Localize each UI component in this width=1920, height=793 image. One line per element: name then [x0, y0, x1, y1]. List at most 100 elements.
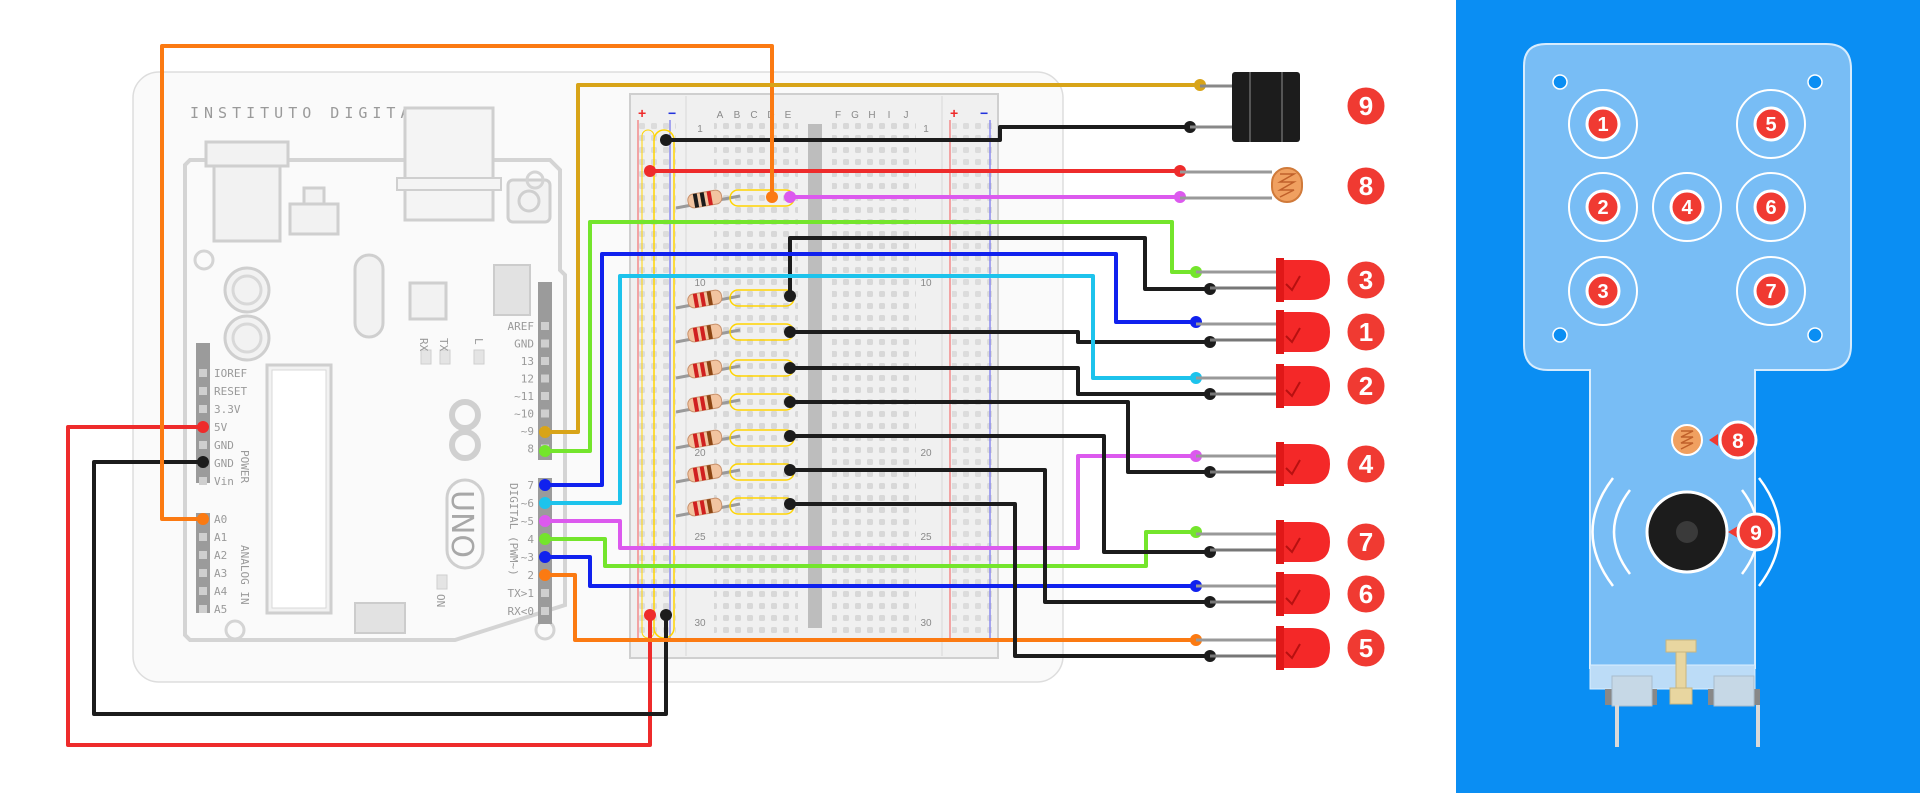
wire	[545, 252, 1196, 487]
pin-label: ~11	[514, 390, 534, 403]
pin-hole	[541, 409, 549, 418]
pin-hole	[541, 357, 549, 365]
wire	[545, 555, 1196, 588]
component-badge-1: 1	[1344, 310, 1388, 354]
pin-hole	[199, 369, 207, 377]
wire-end	[539, 426, 551, 438]
pin-label: GND	[214, 457, 234, 470]
wire-end	[539, 569, 551, 581]
component-badge-9: 9	[1344, 84, 1388, 128]
row-number: 25	[694, 532, 706, 543]
pin-label: ~6	[521, 497, 534, 510]
column-letter: E	[785, 110, 792, 121]
pin-hole	[199, 387, 207, 395]
column-letter: I	[888, 110, 891, 121]
pin-label: 4	[527, 533, 534, 546]
wire-end	[644, 609, 656, 621]
usb-port	[403, 106, 495, 222]
wires	[66, 44, 1210, 747]
pin-label: ~5	[521, 515, 534, 528]
pin-label: GND	[214, 439, 234, 452]
l-label: L	[472, 338, 485, 345]
power-header-label: POWER	[238, 450, 251, 483]
pin-label: A4	[214, 585, 228, 598]
component-badge-label: 2	[1359, 371, 1373, 401]
wire	[545, 454, 1196, 550]
component-badge-5: 5	[1344, 626, 1388, 670]
pin-label: RX<0	[508, 605, 535, 618]
wire-end	[197, 456, 209, 468]
led-7	[1196, 520, 1330, 564]
resistor	[675, 393, 795, 414]
led-2	[1196, 364, 1330, 408]
wire-end	[784, 430, 796, 442]
pin-label: AREF	[508, 320, 535, 333]
pin-label: ~9	[521, 425, 534, 438]
wire-end	[784, 396, 796, 408]
pin-label: ~10	[514, 408, 534, 421]
row-number: 30	[694, 618, 706, 629]
wire-end	[1204, 546, 1216, 558]
pin-hole	[199, 551, 207, 559]
pin-hole	[541, 322, 549, 330]
pin-hole	[199, 587, 207, 595]
wire-end	[539, 497, 551, 509]
pin-label: 12	[521, 373, 534, 386]
wire	[92, 460, 668, 716]
arduino-brand: INSTITUTO DIGITAL	[190, 104, 429, 122]
component-badge-label: 4	[1359, 449, 1374, 479]
wire	[66, 425, 652, 747]
led-4	[1196, 442, 1330, 486]
row-number: 20	[694, 448, 706, 459]
row-number: 1	[697, 124, 703, 135]
component-badge-label: 5	[1359, 633, 1373, 663]
wire	[545, 83, 1200, 434]
pin-label: 7	[527, 479, 534, 492]
component-badge-4: 4	[1344, 442, 1388, 486]
panel-button-label: 1	[1597, 114, 1608, 136]
component-badge-label: 7	[1359, 527, 1373, 557]
digital-header-label: DIGITAL (PWM~)	[507, 483, 520, 576]
wire-end	[1190, 316, 1202, 328]
pin-label: IOREF	[214, 367, 247, 380]
panel-buzzer-badge-label: 9	[1750, 522, 1762, 545]
pin-hole	[199, 441, 207, 449]
wire-end	[1190, 526, 1202, 538]
rail-minus-left: −	[668, 105, 676, 121]
wire-end	[197, 513, 209, 525]
panel-button-2: 2	[1568, 172, 1638, 242]
component-badge-2: 2	[1344, 364, 1388, 408]
arduino-logo	[449, 399, 481, 461]
row-number: 10	[920, 278, 932, 289]
pin-label: ~3	[521, 551, 534, 564]
wire-endpoints	[197, 79, 1216, 662]
pin-label: A2	[214, 549, 227, 562]
on-label: ON	[434, 594, 447, 607]
wire-end	[539, 515, 551, 527]
wire	[790, 330, 1210, 344]
pin-label: A0	[214, 513, 227, 526]
pin-label: TX>1	[508, 587, 535, 600]
row-number: 10	[694, 278, 706, 289]
pin-hole	[541, 392, 549, 400]
wire-end	[1204, 336, 1216, 348]
component-badge-7: 7	[1344, 520, 1388, 564]
wire	[790, 468, 1210, 604]
led-3	[1196, 258, 1330, 302]
column-letter: H	[868, 110, 875, 121]
wire-end	[766, 191, 778, 203]
panel-button-3: 3	[1568, 256, 1638, 326]
wire-end	[784, 498, 796, 510]
wire-end	[539, 533, 551, 545]
pin-label: 13	[521, 355, 534, 368]
led-5	[1196, 626, 1330, 670]
wire	[545, 530, 1196, 568]
pin-label: A1	[214, 531, 227, 544]
center-channel	[808, 124, 822, 628]
pin-label: 5V	[214, 421, 228, 434]
column-letter: C	[750, 110, 757, 121]
wire	[666, 125, 1190, 142]
